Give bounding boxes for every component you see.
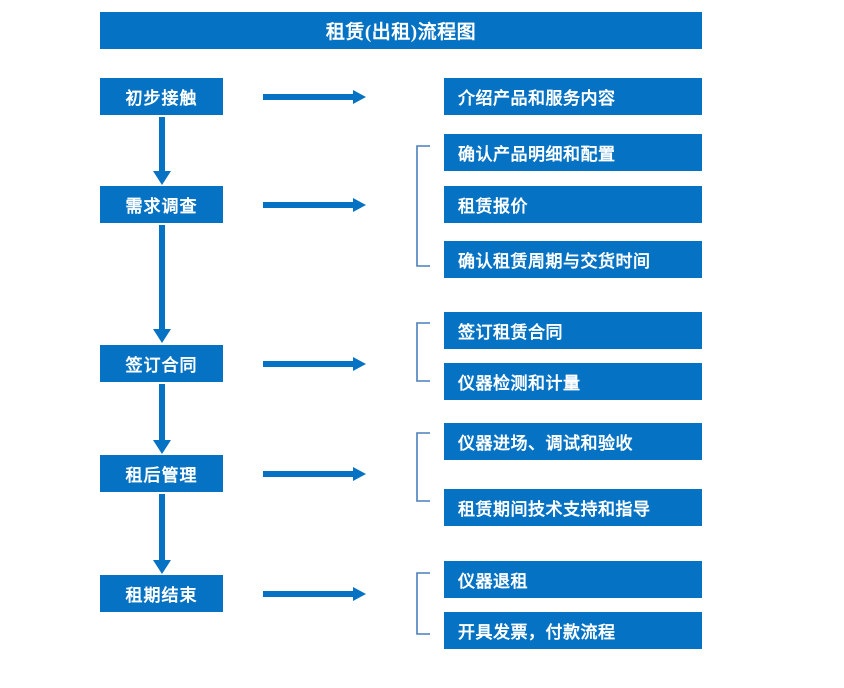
detail-box-3[interactable]: 租赁报价: [444, 186, 702, 223]
stage-box-4[interactable]: 租后管理: [100, 455, 223, 492]
stage-box-3[interactable]: 签订合同: [100, 345, 223, 382]
vertical-arrow-3: [150, 384, 174, 456]
detail-box-6[interactable]: 仪器检测和计量: [444, 363, 702, 400]
stage-box-1[interactable]: 初步接触: [100, 78, 223, 115]
vertical-arrow-1: [150, 117, 174, 187]
horizontal-arrow-3: [263, 355, 367, 373]
flowchart-title: 租赁(出租)流程图: [100, 12, 702, 49]
bracket-demand-survey: [415, 145, 431, 267]
horizontal-arrow-5: [263, 585, 367, 603]
detail-box-7[interactable]: 仪器进场、调试和验收: [444, 423, 702, 460]
bracket-post-rental: [415, 432, 431, 502]
detail-box-10[interactable]: 开具发票，付款流程: [444, 612, 702, 649]
bracket-rental-end: [415, 572, 431, 635]
detail-box-8[interactable]: 租赁期间技术支持和指导: [444, 489, 702, 526]
detail-box-2[interactable]: 确认产品明细和配置: [444, 134, 702, 171]
stage-box-5[interactable]: 租期结束: [100, 575, 223, 612]
detail-box-4[interactable]: 确认租赁周期与交货时间: [444, 241, 702, 278]
bracket-sign-contract: [415, 322, 431, 382]
vertical-arrow-2: [150, 225, 174, 345]
horizontal-arrow-4: [263, 465, 367, 483]
detail-box-1[interactable]: 介绍产品和服务内容: [444, 78, 702, 115]
horizontal-arrow-2: [263, 196, 367, 214]
horizontal-arrow-1: [263, 88, 367, 106]
detail-box-5[interactable]: 签订租赁合同: [444, 312, 702, 349]
detail-box-9[interactable]: 仪器退租: [444, 561, 702, 598]
vertical-arrow-4: [150, 494, 174, 576]
stage-box-2[interactable]: 需求调查: [100, 186, 223, 223]
